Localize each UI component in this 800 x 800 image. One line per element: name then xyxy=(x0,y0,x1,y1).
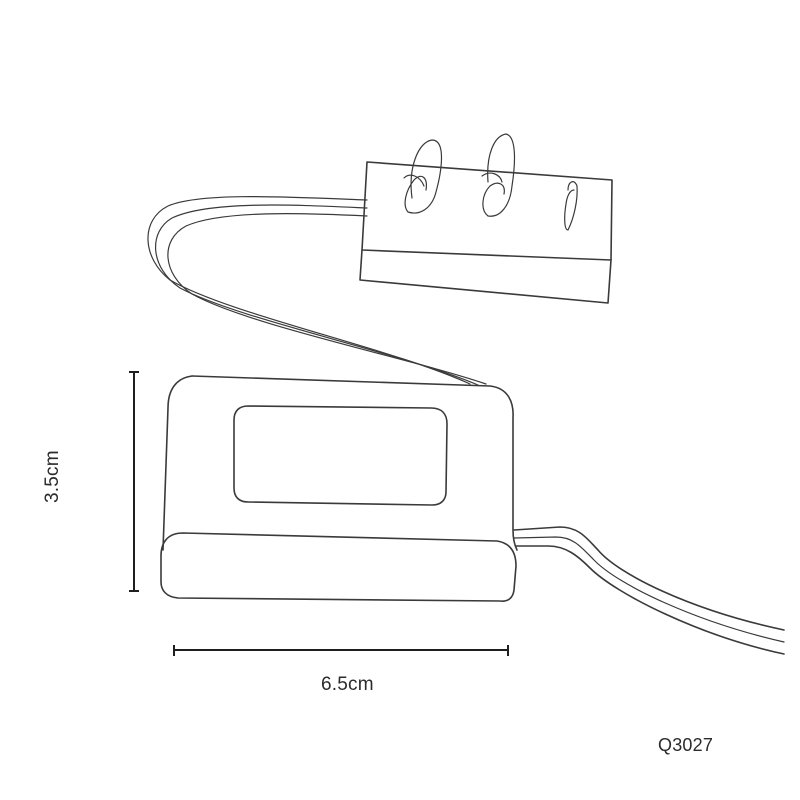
hub-housing xyxy=(160,375,518,602)
height-dimension-label: 3.5cm xyxy=(42,450,63,503)
plug-pin-3 xyxy=(564,181,578,231)
plug-pin-1 xyxy=(403,139,443,214)
output-cable xyxy=(513,526,785,655)
socket-block xyxy=(359,161,613,304)
hub-label-window xyxy=(233,405,448,506)
height-dimension-line xyxy=(129,371,139,592)
plug-pin-2 xyxy=(481,133,516,217)
width-dimension-line xyxy=(173,645,509,656)
width-dimension-label: 6.5cm xyxy=(321,674,374,695)
connector-cable xyxy=(147,196,487,386)
product-code: Q3027 xyxy=(658,735,714,755)
